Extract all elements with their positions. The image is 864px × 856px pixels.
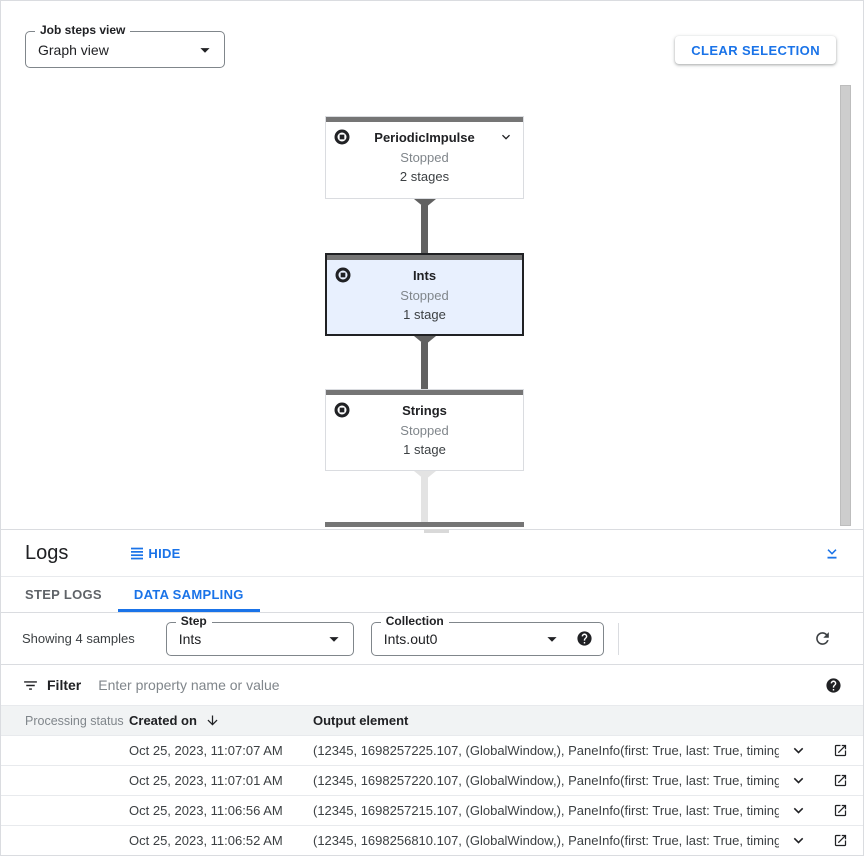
graph-node-periodicimpulse[interactable]: PeriodicImpulse Stopped 2 stages bbox=[325, 116, 524, 199]
node-stage-count: 1 stage bbox=[403, 442, 446, 457]
job-steps-view-value: Graph view bbox=[38, 41, 109, 58]
sample-table-row: Oct 25, 2023, 11:06:56 AM (12345, 169825… bbox=[1, 795, 863, 825]
step-select-label: Step bbox=[175, 614, 212, 627]
graph-node-ints[interactable]: Ints Stopped 1 stage bbox=[325, 253, 524, 336]
node-title: PeriodicImpulse bbox=[374, 130, 475, 145]
connector-arrow bbox=[414, 336, 436, 345]
tab-label: STEP LOGS bbox=[25, 587, 102, 602]
tab-label: DATA SAMPLING bbox=[133, 587, 244, 602]
job-steps-view-label: Job steps view bbox=[35, 24, 131, 36]
open-in-new-icon[interactable] bbox=[833, 773, 848, 788]
dropdown-arrow-icon bbox=[200, 47, 210, 53]
node-title: Ints bbox=[412, 268, 437, 283]
connector-arrow bbox=[414, 471, 436, 480]
stop-circle-icon bbox=[334, 402, 350, 418]
filter-input[interactable] bbox=[98, 677, 825, 693]
connector-arrow bbox=[414, 199, 436, 208]
tab-step-logs[interactable]: STEP LOGS bbox=[9, 577, 118, 612]
step-select-value: Ints bbox=[178, 630, 202, 647]
job-steps-view-select[interactable]: Job steps view Graph view bbox=[25, 24, 225, 68]
logs-tabs: STEP LOGS DATA SAMPLING bbox=[1, 576, 863, 613]
help-icon[interactable] bbox=[825, 677, 842, 694]
column-header-output-element: Output element bbox=[313, 713, 409, 728]
logs-panel-header: Logs HIDE bbox=[1, 530, 863, 576]
collapse-panel-icon[interactable] bbox=[823, 544, 841, 562]
connector-line bbox=[421, 342, 428, 389]
stop-circle-icon bbox=[335, 267, 351, 283]
expand-row-icon[interactable] bbox=[789, 741, 808, 760]
node-title: Strings bbox=[402, 403, 447, 418]
node-top-bar bbox=[326, 117, 523, 122]
sample-count-text: Showing 4 samples bbox=[22, 631, 135, 646]
clear-selection-button[interactable]: CLEAR SELECTION bbox=[675, 36, 836, 64]
created-on-cell: Oct 25, 2023, 11:07:01 AM bbox=[129, 773, 283, 788]
sort-descending-icon bbox=[207, 715, 218, 726]
column-header-created-on[interactable]: Created on bbox=[129, 713, 313, 728]
expand-row-icon[interactable] bbox=[789, 801, 808, 820]
help-icon[interactable] bbox=[576, 630, 593, 647]
samples-table-header: Processing status Created on Output elem… bbox=[1, 706, 863, 735]
sample-table-row: Oct 25, 2023, 11:07:07 AM (12345, 169825… bbox=[1, 735, 863, 765]
node-stage-count: 1 stage bbox=[403, 307, 446, 322]
open-in-new-icon[interactable] bbox=[833, 833, 848, 848]
job-graph-canvas: Job steps view Graph view CLEAR SELECTIO… bbox=[1, 1, 863, 530]
node-body: Ints Stopped 1 stage bbox=[327, 260, 522, 323]
created-on-cell: Oct 25, 2023, 11:06:56 AM bbox=[129, 803, 283, 818]
sample-table-row: Oct 25, 2023, 11:06:52 AM (12345, 169825… bbox=[1, 825, 863, 855]
output-element-cell: (12345, 1698257215.107, (GlobalWindow,),… bbox=[313, 803, 779, 818]
filter-bar: Filter bbox=[1, 665, 863, 706]
logs-panel: Logs HIDE STEP LOGS DATA SAMPLING bbox=[1, 530, 863, 855]
open-in-new-icon[interactable] bbox=[833, 803, 848, 818]
graph-vertical-scrollbar[interactable] bbox=[840, 85, 851, 526]
refresh-icon[interactable] bbox=[813, 629, 832, 648]
sample-table-row: Oct 25, 2023, 11:07:01 AM (12345, 169825… bbox=[1, 765, 863, 795]
open-in-new-icon[interactable] bbox=[833, 743, 848, 758]
node-body: Strings Stopped 1 stage bbox=[326, 395, 523, 458]
node-top-bar bbox=[327, 255, 522, 260]
column-header-processing-status: Processing status bbox=[25, 713, 124, 728]
created-on-cell: Oct 25, 2023, 11:06:52 AM bbox=[129, 833, 283, 848]
connector-line bbox=[421, 477, 428, 522]
graph-horizontal-scrollbar[interactable] bbox=[424, 529, 449, 533]
column-label: Created on bbox=[129, 713, 197, 728]
hide-label: HIDE bbox=[148, 545, 181, 561]
step-select[interactable]: Step Ints bbox=[165, 614, 354, 656]
dropdown-arrow-icon bbox=[329, 636, 339, 642]
hide-logs-button[interactable]: HIDE bbox=[129, 545, 180, 561]
graph-node-strings[interactable]: Strings Stopped 1 stage bbox=[325, 389, 524, 471]
node-top-bar bbox=[326, 390, 523, 395]
output-element-cell: (12345, 1698257225.107, (GlobalWindow,),… bbox=[313, 743, 779, 758]
tab-data-sampling[interactable]: DATA SAMPLING bbox=[117, 577, 260, 612]
stop-circle-icon bbox=[334, 129, 350, 145]
output-element-cell: (12345, 1698256810.107, (GlobalWindow,),… bbox=[313, 833, 779, 848]
dropdown-arrow-icon bbox=[547, 636, 557, 642]
output-element-cell: (12345, 1698257220.107, (GlobalWindow,),… bbox=[313, 773, 779, 788]
filter-icon bbox=[24, 680, 37, 690]
created-on-cell: Oct 25, 2023, 11:07:07 AM bbox=[129, 743, 283, 758]
filter-label: Filter bbox=[47, 677, 82, 693]
expand-row-icon[interactable] bbox=[789, 771, 808, 790]
collection-select-label: Collection bbox=[380, 614, 449, 627]
cutoff-node-top-bar bbox=[325, 522, 524, 527]
chevron-down-icon[interactable] bbox=[498, 129, 514, 145]
node-body: PeriodicImpulse Stopped 2 stages bbox=[326, 122, 523, 185]
connector-line bbox=[421, 205, 428, 253]
node-status: Stopped bbox=[400, 423, 449, 438]
expand-row-icon[interactable] bbox=[789, 831, 808, 850]
collection-select[interactable]: Collection Ints.out0 bbox=[370, 614, 604, 656]
node-status: Stopped bbox=[400, 288, 449, 303]
data-sampling-toolbar: Showing 4 samples Step Ints Collection I… bbox=[1, 613, 863, 665]
divider bbox=[617, 622, 619, 655]
lines-icon bbox=[131, 547, 144, 560]
logs-panel-title: Logs bbox=[25, 541, 69, 564]
collection-select-value: Ints.out0 bbox=[383, 630, 438, 647]
node-status: Stopped bbox=[400, 150, 449, 165]
node-stage-count: 2 stages bbox=[399, 169, 450, 184]
